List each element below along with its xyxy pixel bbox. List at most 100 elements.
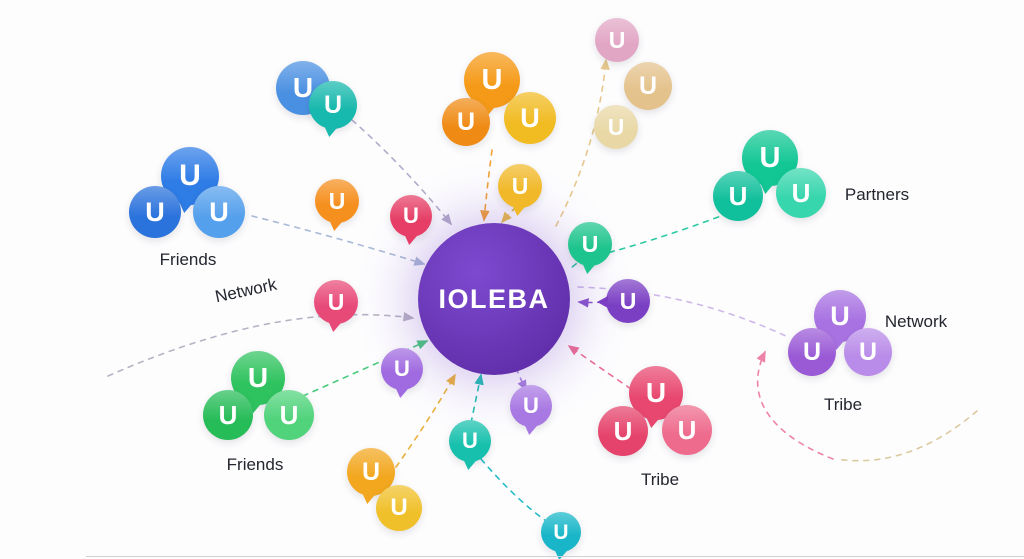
- scatter-singles-node: U: [597, 279, 650, 323]
- bubble-tail: [401, 233, 418, 246]
- bottom-divider: [86, 556, 1024, 557]
- scatter-singles-node: U: [315, 179, 359, 232]
- node-letter: U: [328, 187, 346, 214]
- node-letter: U: [394, 356, 410, 381]
- node-letter: U: [462, 428, 478, 453]
- blue-teal-pair-node: U: [309, 81, 357, 138]
- partners-cluster-label: Partners: [844, 185, 910, 204]
- node-letter: U: [511, 172, 529, 199]
- edge-yellow-single-to-center: [500, 206, 517, 224]
- orange-cluster-node: U: [504, 92, 556, 144]
- orange-cluster-node: U: [442, 98, 490, 146]
- friends-bottom-cluster-label: Friends: [226, 455, 284, 474]
- edge-friends-blue-to-center: [251, 215, 426, 266]
- tribe-cluster-node: U: [662, 405, 712, 455]
- node-letter: U: [481, 63, 503, 96]
- edge-yellow-pair-to-center: [395, 373, 456, 468]
- edge-partners-to-center: [578, 212, 730, 263]
- edge-network-text-to-center: [107, 312, 415, 377]
- node-letter: U: [247, 362, 269, 393]
- node-letter: U: [613, 416, 633, 446]
- bubble-tail: [326, 320, 342, 333]
- bubble-tail: [360, 492, 377, 505]
- bubble-tail: [521, 423, 538, 436]
- network-cluster-label: Network: [884, 312, 948, 331]
- pastel-trio-node: U: [595, 18, 639, 62]
- partners-cluster-node: U: [776, 168, 826, 218]
- bubble-tail: [392, 386, 409, 399]
- node-letter: U: [361, 457, 381, 486]
- scatter-singles-node: U: [568, 222, 612, 275]
- node-letter: U: [791, 178, 811, 208]
- node-letter: U: [607, 113, 625, 140]
- yellow-single-node: U: [498, 164, 542, 217]
- bubble-tail: [580, 262, 596, 275]
- node-letter: U: [619, 287, 637, 314]
- node-letter: U: [553, 520, 569, 544]
- node-letter: U: [608, 26, 626, 53]
- friends-bottom-cluster-node: U: [203, 390, 253, 440]
- scatter-singles-node: U: [314, 280, 358, 333]
- node-letter: U: [645, 377, 667, 408]
- node-letter: U: [858, 337, 878, 366]
- node-letter: U: [218, 400, 238, 430]
- node-letter: U: [292, 72, 314, 103]
- scatter-singles-node: U: [510, 385, 552, 436]
- yellow-pair-node: U: [347, 448, 395, 505]
- friends-top-cluster-label: Friends: [159, 250, 217, 269]
- node-letter: U: [179, 159, 201, 192]
- scatter-singles-node: U: [541, 512, 581, 559]
- node-letter: U: [403, 203, 419, 228]
- edge-green-friends-to-center: [302, 340, 429, 397]
- node-letter: U: [728, 181, 748, 211]
- friends-top-cluster-node: U: [193, 186, 245, 238]
- tribe-cluster-node: U: [598, 406, 648, 456]
- scatter-singles-node: U: [381, 348, 423, 399]
- node-letter: U: [581, 230, 599, 257]
- bubble-tail: [597, 295, 608, 308]
- node-letter: U: [327, 288, 345, 315]
- edge-center-to-pastel-trio: [555, 58, 610, 227]
- partners-cluster-node: U: [713, 171, 763, 221]
- tribe-cluster-label: Tribe: [640, 470, 680, 489]
- node-letter: U: [323, 90, 343, 119]
- network-cluster-node: U: [788, 328, 836, 376]
- bubble-tail: [552, 548, 568, 559]
- node-letter: U: [830, 300, 850, 331]
- edge-teal-arc-bottom: [480, 458, 550, 524]
- edge-tribe-to-center: [567, 345, 632, 390]
- center-node: IOLEBA: [418, 223, 570, 375]
- node-letter: U: [279, 400, 299, 430]
- yellow-pair-node: U: [376, 485, 422, 531]
- node-letter: U: [523, 393, 539, 418]
- pastel-trio-node: U: [594, 105, 638, 149]
- scatter-singles-node: U: [390, 195, 432, 246]
- edge-tan-arc-bottom-right: [835, 410, 978, 462]
- network-cluster-label-2: Tribe: [823, 395, 863, 414]
- node-letter: U: [759, 141, 781, 174]
- edge-orange-cluster-to-center: [480, 149, 493, 222]
- node-letter: U: [520, 102, 540, 133]
- bubble-tail: [460, 458, 477, 471]
- center-label: IOLEBA: [438, 283, 550, 314]
- edge-blue-pair-to-center: [351, 119, 453, 226]
- node-letter: U: [209, 196, 229, 227]
- bubble-tail: [510, 204, 526, 217]
- node-letter: U: [638, 71, 658, 100]
- node-letter: U: [145, 196, 165, 227]
- edge-teal-single-to-center: [470, 373, 484, 424]
- bubble-tail: [322, 125, 339, 138]
- node-letter: U: [390, 494, 408, 521]
- pastel-trio-node: U: [624, 62, 672, 110]
- scatter-singles-node: U: [449, 420, 491, 471]
- network-cluster-node: U: [844, 328, 892, 376]
- bubble-tail: [327, 219, 343, 232]
- friends-top-cluster-node: U: [129, 186, 181, 238]
- node-letter: U: [802, 337, 822, 366]
- edge-pink-curve-to-network: [756, 350, 834, 460]
- edge-center-to-network-cluster: [577, 286, 789, 338]
- friends-bottom-cluster-node: U: [264, 390, 314, 440]
- node-letter: U: [456, 107, 476, 136]
